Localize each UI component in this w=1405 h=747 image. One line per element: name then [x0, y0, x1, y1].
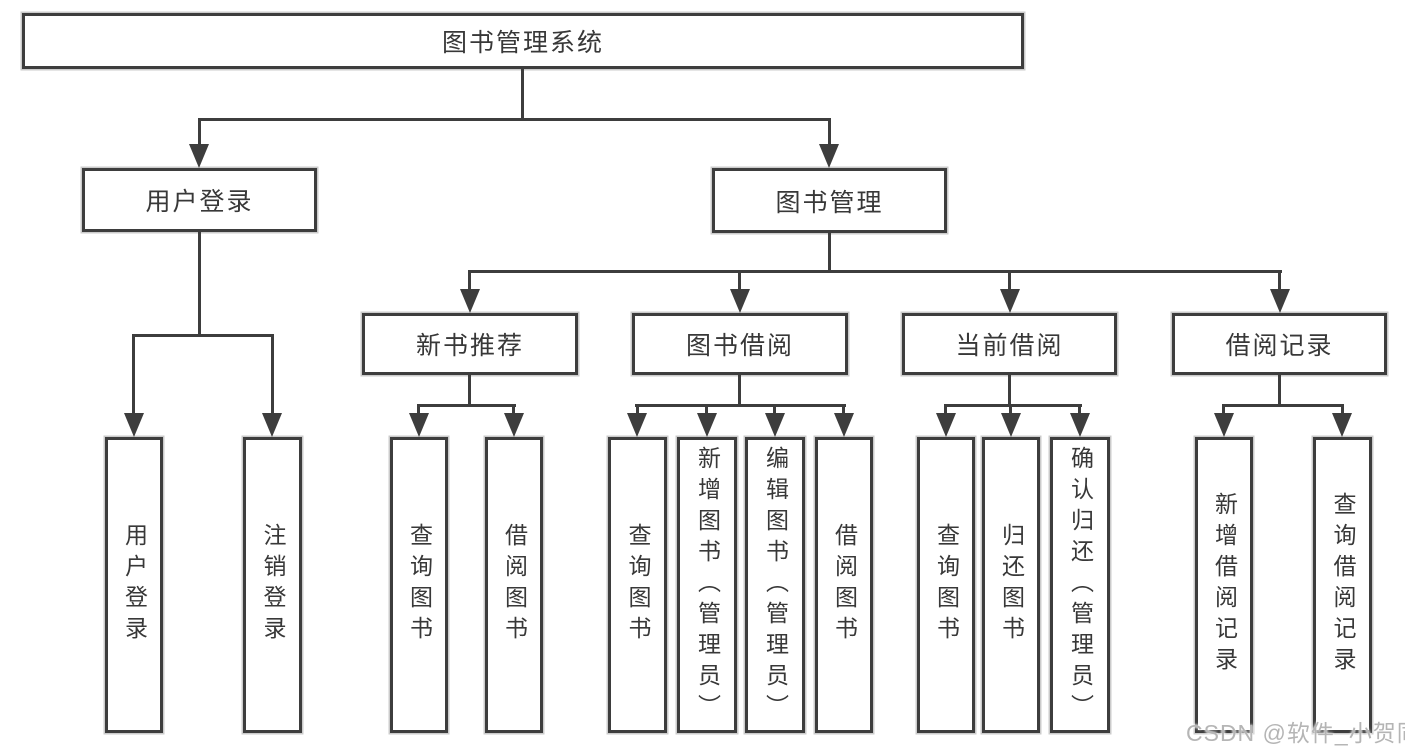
leaf-user-login-label: 用户登录: [121, 523, 148, 647]
node-borrow-records-label: 借阅记录: [1225, 332, 1334, 360]
node-user-login: 用户登录: [82, 168, 317, 232]
leaf-borrow-books: 借阅图书: [815, 437, 873, 733]
arrowhead-to-borrow-query: [627, 413, 647, 437]
leaf-add-books-admin-label: 新增图书（管理员）: [694, 445, 721, 725]
connector-mgmt-drop-4: [1278, 270, 1281, 292]
leaf-return-books: 归还图书: [982, 437, 1040, 733]
leaf-newbook-query-books: 查询图书: [390, 437, 448, 733]
leaf-add-borrow-record-label: 新增借阅记录: [1211, 492, 1238, 678]
node-user-login-label: 用户登录: [145, 188, 254, 216]
connector-root-stem: [521, 69, 524, 120]
connector-borrow-drop-1: [636, 404, 639, 416]
arrowhead-to-edit-books: [765, 413, 785, 437]
node-root-system: 图书管理系统: [22, 13, 1024, 69]
connector-root-drop-login: [198, 118, 201, 148]
leaf-borrow-query-books-label: 查询图书: [625, 523, 651, 647]
leaf-edit-books-admin-label: 编辑图书（管理员）: [762, 445, 789, 725]
node-new-book-recommend-label: 新书推荐: [415, 332, 524, 360]
leaf-newbook-query-books-label: 查询图书: [406, 523, 433, 647]
connector-mgmt-drop-2: [738, 270, 741, 292]
connector-mgmt-hbar: [468, 270, 1282, 273]
node-new-book-recommend: 新书推荐: [362, 313, 578, 375]
connector-records-drop-1: [1222, 404, 1225, 416]
leaf-current-query-books: 查询图书: [917, 437, 975, 733]
leaf-query-borrow-record: 查询借阅记录: [1313, 437, 1372, 733]
leaf-logout: 注销登录: [243, 437, 302, 733]
leaf-user-login: 用户登录: [105, 437, 163, 733]
connector-records-stem: [1278, 375, 1281, 407]
arrowhead-to-book-borrow: [730, 289, 750, 313]
leaf-add-borrow-record: 新增借阅记录: [1195, 437, 1253, 733]
connector-borrow-drop-3: [773, 404, 776, 416]
connector-records-drop-2: [1341, 404, 1344, 416]
connector-newbook-stem: [468, 375, 471, 407]
leaf-logout-label: 注销登录: [260, 523, 286, 647]
connector-root-hbar: [198, 118, 831, 121]
connector-mgmt-drop-3: [1008, 270, 1011, 292]
node-borrow-records: 借阅记录: [1172, 313, 1387, 375]
arrowhead-to-return-books: [1001, 413, 1021, 437]
arrowhead-to-current-query: [936, 413, 956, 437]
csdn-watermark: CSDN @软件_小贺同学: [1186, 720, 1405, 746]
arrowhead-to-query-record: [1332, 413, 1352, 437]
connector-newbook-drop-1: [417, 404, 420, 416]
node-book-borrow: 图书借阅: [632, 313, 848, 375]
arrowhead-to-newbook-query: [409, 413, 429, 437]
connector-current-drop-2: [1009, 404, 1012, 416]
arrowhead-to-book-management: [819, 144, 839, 168]
connector-borrow-stem: [738, 375, 741, 407]
leaf-return-books-label: 归还图书: [998, 523, 1025, 647]
leaf-confirm-return-admin-label: 确认归还（管理员）: [1067, 445, 1094, 725]
connector-current-drop-3: [1078, 404, 1081, 416]
leaf-borrow-query-books: 查询图书: [608, 437, 667, 733]
node-current-borrow: 当前借阅: [902, 313, 1117, 375]
arrowhead-to-borrow-records: [1270, 289, 1290, 313]
leaf-edit-books-admin: 编辑图书（管理员）: [745, 437, 805, 733]
connector-newbook-drop-2: [512, 404, 515, 416]
connector-login-drop-1: [132, 334, 135, 416]
arrowhead-to-confirm-return: [1070, 413, 1090, 437]
connector-borrow-drop-2: [705, 404, 708, 416]
leaf-confirm-return-admin: 确认归还（管理员）: [1050, 437, 1110, 733]
arrowhead-to-leaf-logout: [262, 413, 282, 437]
connector-login-hbar: [132, 334, 274, 337]
connector-records-hbar: [1222, 404, 1344, 407]
node-book-borrow-label: 图书借阅: [685, 332, 794, 360]
arrowhead-to-newbook-borrow: [504, 413, 524, 437]
connector-current-drop-1: [944, 404, 947, 416]
arrowhead-to-borrow-books: [834, 413, 854, 437]
node-current-borrow-label: 当前借阅: [955, 332, 1064, 360]
connector-mgmt-stem: [828, 233, 831, 272]
arrowhead-to-add-record: [1214, 413, 1234, 437]
leaf-borrow-books-label: 借阅图书: [831, 523, 858, 647]
connector-borrow-drop-4: [842, 404, 845, 416]
leaf-newbook-borrow-books-label: 借阅图书: [501, 523, 528, 647]
connector-borrow-hbar: [635, 404, 846, 407]
connector-login-stem: [198, 232, 201, 337]
connector-login-drop-2: [271, 334, 274, 416]
connector-mgmt-drop-1: [468, 270, 471, 292]
arrowhead-to-new-book-recommend: [460, 289, 480, 313]
arrowhead-to-add-books: [697, 413, 717, 437]
leaf-query-borrow-record-label: 查询借阅记录: [1330, 492, 1356, 678]
leaf-current-query-books-label: 查询图书: [933, 523, 960, 647]
connector-newbook-hbar: [417, 404, 516, 407]
connector-current-hbar: [944, 404, 1082, 407]
arrowhead-to-leaf-user-login: [124, 413, 144, 437]
leaf-newbook-borrow-books: 借阅图书: [485, 437, 543, 733]
arrowhead-to-user-login: [189, 144, 209, 168]
node-book-management-label: 图书管理: [775, 188, 884, 217]
connector-root-drop-mgmt: [828, 118, 831, 148]
node-root-label: 图书管理系统: [441, 29, 604, 57]
leaf-add-books-admin: 新增图书（管理员）: [677, 437, 737, 733]
node-book-management: 图书管理: [712, 168, 947, 233]
arrowhead-to-current-borrow: [1000, 289, 1020, 313]
connector-current-stem: [1008, 375, 1011, 407]
